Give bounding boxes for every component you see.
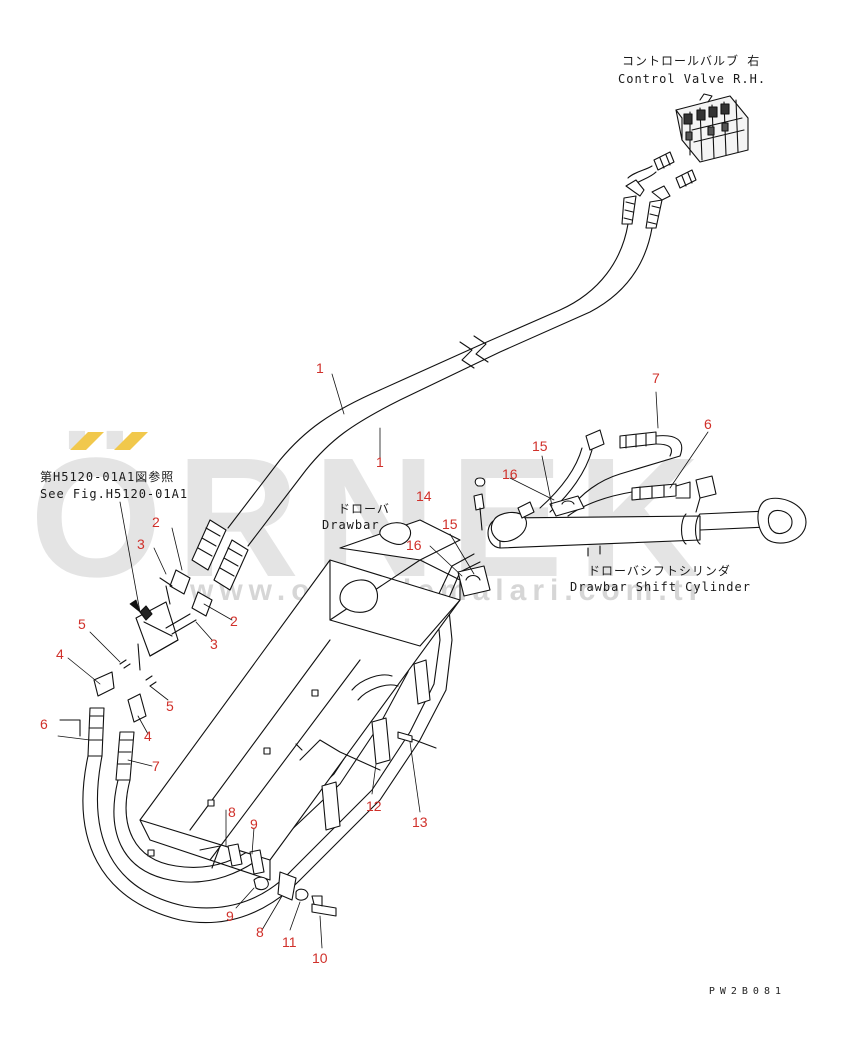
control-valve-rh (675, 93, 749, 163)
callout-9-lower: 9 (226, 908, 234, 924)
callout-1-lower: 1 (376, 454, 384, 470)
callout-3-lower: 3 (210, 636, 218, 652)
callout-3-upper: 3 (137, 536, 145, 552)
drawing-code: PW2B081 (708, 986, 786, 997)
see-fig-label-jp: 第H5120-01A1図参照 (40, 470, 175, 484)
callout-5-upper: 5 (78, 616, 86, 632)
watermark-umlaut-icon (70, 432, 148, 450)
hose-1-pair (191, 179, 671, 591)
control-valve-label-jp: コントロールバルブ 右 (622, 54, 761, 68)
callout-13: 13 (412, 814, 428, 830)
cylinder-label-jp: ドローバシフトシリンダ (588, 564, 731, 578)
callout-9-upper: 9 (250, 816, 258, 832)
drawbar-frame (139, 519, 461, 881)
callout-16-left: 16 (406, 537, 422, 553)
callout-2-upper: 2 (152, 514, 160, 530)
callout-11: 11 (282, 934, 297, 950)
callout-6-right: 6 (704, 416, 712, 432)
callout-8-upper: 8 (228, 804, 236, 820)
callout-1-upper: 1 (316, 360, 324, 376)
callout-14: 14 (416, 488, 432, 504)
callout-6-left: 6 (40, 716, 48, 732)
cylinder-label-en: Drawbar Shift Cylinder (570, 580, 751, 594)
callout-16-right: 16 (502, 466, 518, 482)
callout-4-lower: 4 (144, 728, 152, 744)
drawbar-label-jp: ドローバ (338, 502, 390, 516)
control-valve-label-en: Control Valve R.H. (618, 72, 767, 86)
drawbar-label-en: Drawbar (322, 518, 380, 532)
callout-2-lower: 2 (230, 613, 238, 629)
callout-12: 12 (366, 798, 382, 814)
leader-lines (57, 373, 709, 949)
callout-15-right: 15 (532, 438, 548, 454)
callout-5-lower: 5 (166, 698, 174, 714)
callout-8-lower: 8 (256, 924, 264, 940)
callout-4-upper: 4 (56, 646, 64, 662)
valve-fittings (627, 151, 697, 189)
cylinder-clamp (457, 477, 585, 597)
cylinder-hoses (539, 429, 717, 517)
see-fig-label-en: See Fig.H5120-01A1 (40, 487, 189, 501)
callout-15-left: 15 (442, 516, 458, 532)
drawbar-shift-cylinder (487, 497, 807, 557)
callout-7-right: 7 (652, 370, 660, 386)
callout-7-left: 7 (152, 758, 160, 774)
hose-clamps (227, 659, 437, 917)
callout-10: 10 (312, 950, 328, 966)
left-fittings (93, 569, 213, 723)
